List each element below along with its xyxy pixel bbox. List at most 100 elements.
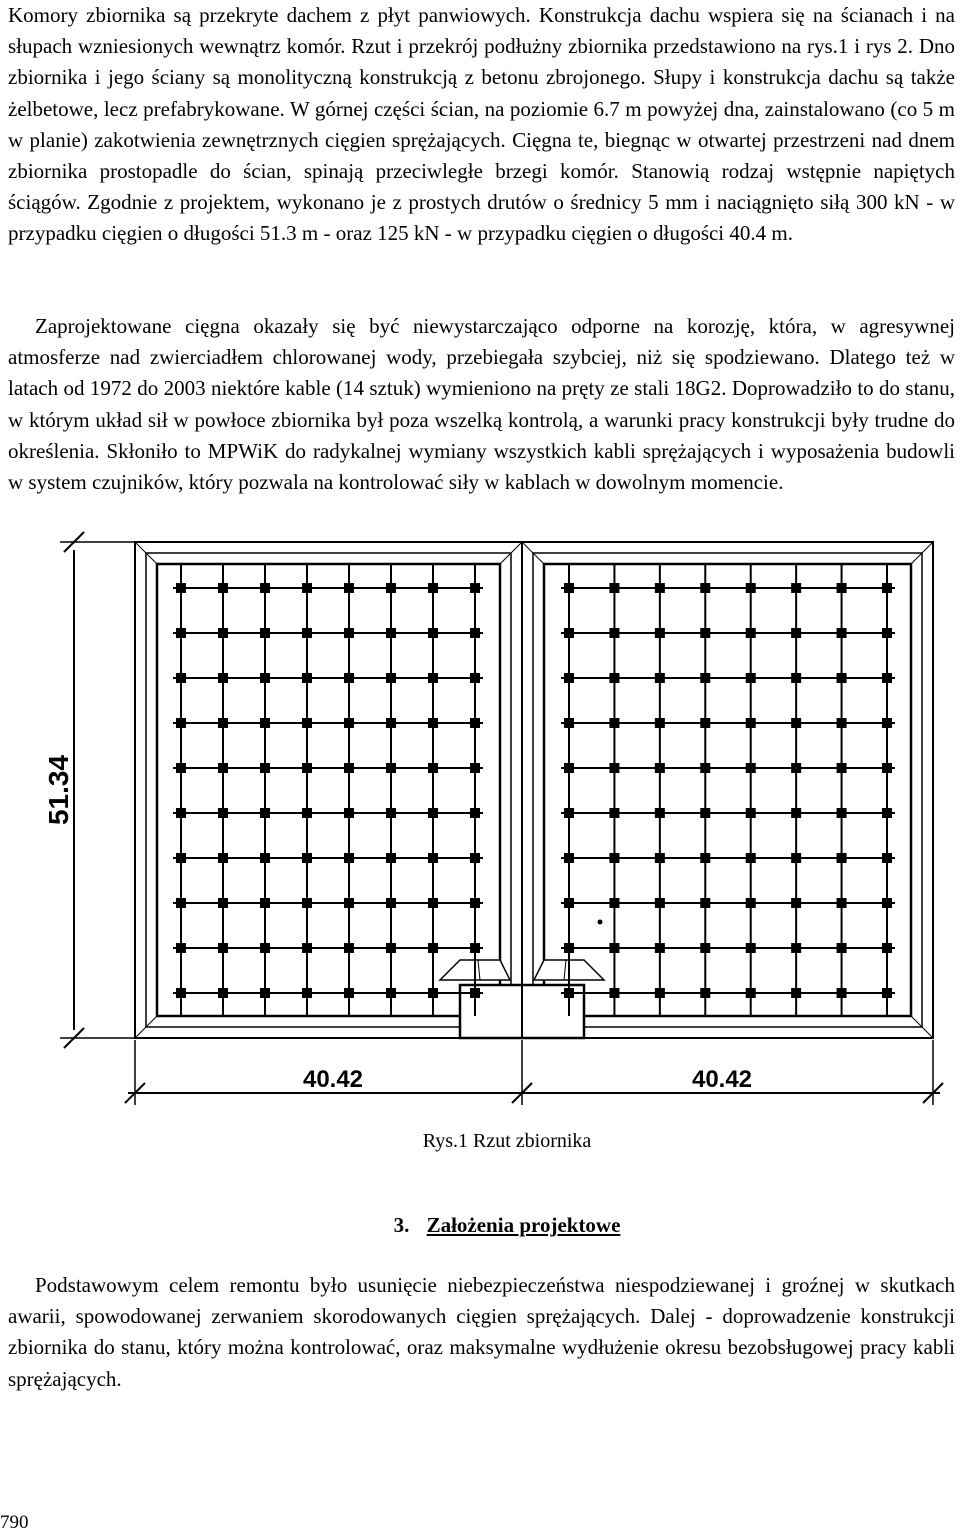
column xyxy=(791,673,802,683)
column xyxy=(176,583,186,593)
column xyxy=(836,808,847,818)
column xyxy=(654,628,665,638)
column xyxy=(745,628,756,638)
column xyxy=(302,943,312,953)
column xyxy=(218,898,228,908)
column xyxy=(428,763,438,773)
column xyxy=(176,763,186,773)
column xyxy=(260,583,270,593)
column xyxy=(745,583,756,593)
column xyxy=(700,673,711,683)
tendon-grid-left xyxy=(173,564,483,1016)
column xyxy=(260,898,270,908)
column xyxy=(564,628,574,638)
marker-dot xyxy=(597,919,603,925)
column xyxy=(176,853,186,863)
column xyxy=(260,763,270,773)
column xyxy=(654,853,665,863)
column xyxy=(745,943,756,953)
column xyxy=(791,853,802,863)
tendon-grid-right xyxy=(561,564,895,1016)
column xyxy=(564,808,574,818)
column xyxy=(176,808,186,818)
column xyxy=(564,898,574,908)
column xyxy=(344,943,354,953)
paragraph-objectives: Podstawowym celem remontu było usunięcie… xyxy=(8,1273,955,1391)
column xyxy=(654,673,665,683)
column xyxy=(654,988,665,998)
column xyxy=(302,673,312,683)
column xyxy=(344,898,354,908)
column xyxy=(609,808,620,818)
column xyxy=(260,853,270,863)
column xyxy=(836,673,847,683)
column xyxy=(428,853,438,863)
column xyxy=(700,718,711,728)
column xyxy=(470,853,480,863)
column xyxy=(609,628,620,638)
column xyxy=(836,943,847,953)
column xyxy=(344,628,354,638)
column xyxy=(428,583,438,593)
chamber-right-outer xyxy=(521,541,934,1039)
column xyxy=(302,808,312,818)
column xyxy=(791,628,802,638)
section-title: Założenia projektowe xyxy=(426,1213,621,1237)
column xyxy=(700,943,711,953)
column xyxy=(836,718,847,728)
column xyxy=(609,898,620,908)
column xyxy=(260,628,270,638)
column xyxy=(745,673,756,683)
column xyxy=(218,808,228,818)
column xyxy=(260,988,270,998)
column xyxy=(700,898,711,908)
column xyxy=(564,718,574,728)
column xyxy=(344,763,354,773)
section-heading: 3. Założenia projektowe xyxy=(0,1213,960,1238)
column xyxy=(791,943,802,953)
column xyxy=(218,853,228,863)
page-number: 790 xyxy=(0,1512,29,1533)
column xyxy=(386,673,396,683)
column xyxy=(745,808,756,818)
column xyxy=(302,763,312,773)
paragraph-corrosion: Zaprojektowane cięgna okazały się być ni… xyxy=(8,314,955,495)
dim-label-width-right: 40.42 xyxy=(692,1066,752,1093)
column xyxy=(745,763,756,773)
column xyxy=(344,808,354,818)
column xyxy=(836,988,847,998)
column xyxy=(745,853,756,863)
dim-label-width-left: 40.42 xyxy=(303,1066,363,1093)
column xyxy=(344,718,354,728)
column xyxy=(791,718,802,728)
column xyxy=(791,583,802,593)
column xyxy=(882,673,892,683)
column xyxy=(302,583,312,593)
column xyxy=(386,583,396,593)
column xyxy=(344,853,354,863)
column xyxy=(654,718,665,728)
column xyxy=(836,763,847,773)
column xyxy=(836,898,847,908)
column xyxy=(700,583,711,593)
dim-label-height: 51.34 xyxy=(43,755,74,825)
column xyxy=(218,943,228,953)
column xyxy=(564,988,574,998)
figure-caption: Rys.1 Rzut zbiornika xyxy=(422,1130,592,1152)
column xyxy=(470,583,480,593)
column xyxy=(218,583,228,593)
column xyxy=(218,718,228,728)
column xyxy=(836,583,847,593)
column xyxy=(654,763,665,773)
column xyxy=(428,988,438,998)
column xyxy=(176,628,186,638)
column xyxy=(882,583,892,593)
column xyxy=(700,853,711,863)
column xyxy=(176,943,186,953)
section-number: 3. xyxy=(393,1213,410,1237)
column xyxy=(302,628,312,638)
column xyxy=(260,808,270,818)
column xyxy=(882,988,892,998)
column xyxy=(470,988,480,998)
column xyxy=(386,628,396,638)
